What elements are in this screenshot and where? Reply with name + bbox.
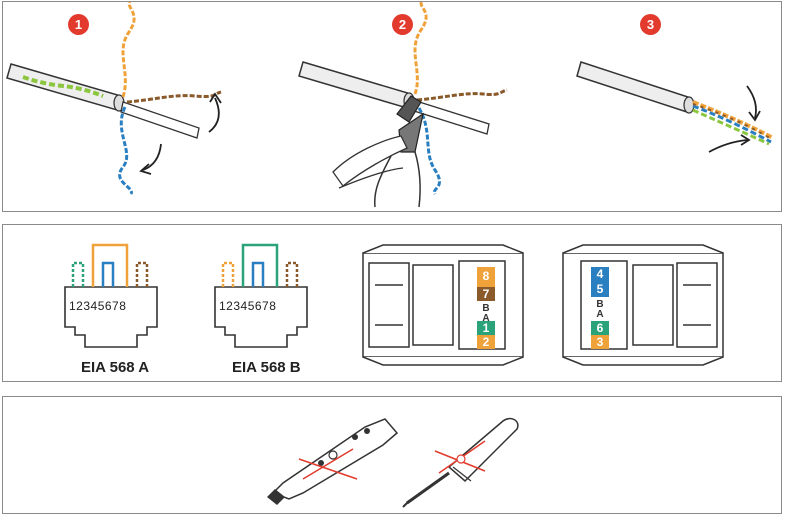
eia-568a-diagram (64, 243, 158, 348)
jack-right-bottom-number-1: 3 (596, 335, 604, 349)
jack-right-letter-b: B (596, 299, 604, 310)
jack-rear-view (562, 244, 724, 366)
jack-left-slot-2 (477, 335, 495, 349)
jack-right-top-number-1: 4 (596, 267, 604, 281)
jack-left-top-number-1: 7 (482, 287, 490, 301)
jack-right-slot-5 (591, 281, 609, 297)
jack-left-letter-a: A (482, 313, 490, 324)
jack-right-letter-a: A (596, 309, 604, 320)
step-2-illustration (298, 2, 508, 208)
eia-568a-pin-numbers: 12345678 (69, 299, 127, 313)
jack-right-slot-3 (591, 335, 609, 349)
jack-left-bottom-number-2: 2 (482, 335, 490, 349)
jack-front-view (362, 244, 524, 366)
punch-down-tool-icon (267, 418, 399, 505)
preparation-steps-panel: 1 2 3 (2, 1, 782, 212)
jack-left-letter-b: B (482, 303, 490, 314)
eia-568b-label: EIA 568 B (232, 359, 301, 376)
jack-left-slot-8 (477, 267, 495, 287)
eia-568b-pin-numbers: 12345678 (219, 299, 277, 313)
step-1-badge: 1 (68, 14, 89, 35)
jack-right-top-number-2: 5 (596, 282, 604, 296)
eia-568b-diagram (214, 243, 308, 348)
screwdriver-icon (402, 417, 519, 508)
jack-left-slot-1 (477, 321, 495, 335)
preparation-steps-drawing (6, 2, 774, 208)
step-3-illustration (576, 61, 774, 153)
jack-right-slot-4 (591, 267, 609, 281)
wiring-standards-panel: 12345678 12345678 EIA 568 A EIA 568 B 8 … (2, 224, 782, 382)
jack-left-slot-7 (477, 287, 495, 301)
jack-left-top-number-2: 8 (482, 269, 490, 283)
step-2-badge: 2 (392, 14, 413, 35)
jack-right-slot-6 (591, 321, 609, 335)
jack-right-bottom-number-2: 6 (596, 321, 604, 335)
step-3-badge: 3 (640, 14, 661, 35)
jack-left-bottom-number-1: 1 (482, 321, 490, 335)
step-1-illustration (6, 2, 222, 195)
eia-568a-label: EIA 568 A (81, 359, 150, 376)
tools-drawing (267, 417, 519, 508)
tools-panel (2, 396, 782, 514)
wiring-diagrams-drawing (64, 243, 724, 366)
